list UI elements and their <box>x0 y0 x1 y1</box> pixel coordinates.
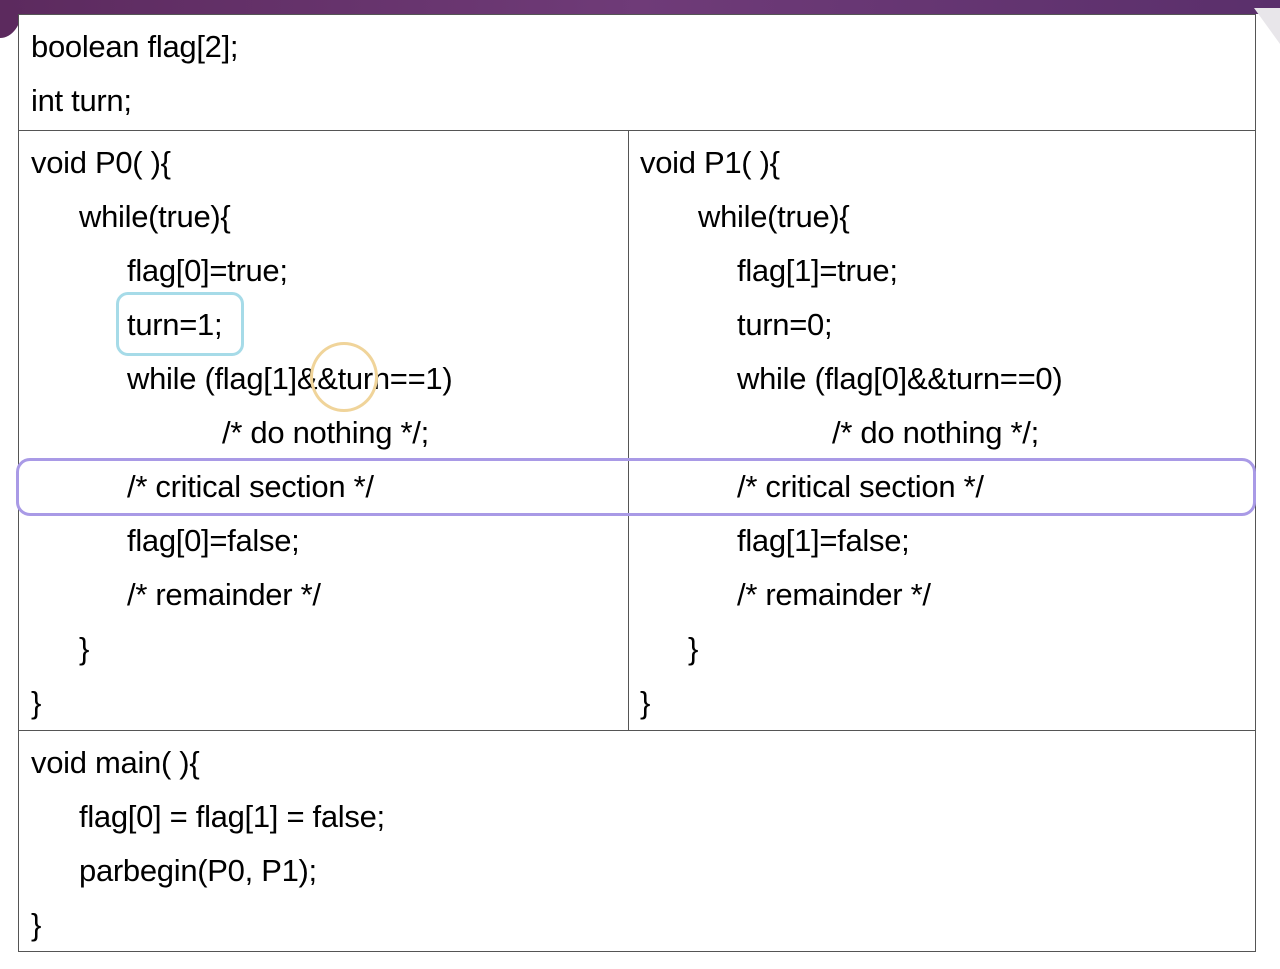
p0-line-flag-false: flag[0]=false; <box>127 523 300 558</box>
p0-line-remainder: /* remainder */ <box>127 577 321 612</box>
table-divider-bottom <box>18 730 1256 731</box>
code-line-globals-flag: boolean flag[2]; <box>31 29 239 64</box>
critical-section-highlight-box <box>16 458 1256 516</box>
table-divider-top <box>18 130 1256 131</box>
cursor-highlight-circle <box>310 342 378 412</box>
p0-line-close-fn: } <box>31 685 42 720</box>
p1-line-remainder: /* remainder */ <box>737 577 931 612</box>
p1-line-close-while: } <box>688 631 699 666</box>
p0-line-flag-true: flag[0]=true; <box>127 253 288 288</box>
slide-top-bar <box>0 0 1280 14</box>
p0-line-do-nothing: /* do nothing */; <box>222 415 429 450</box>
p0-line-while-true: while(true){ <box>79 199 231 234</box>
p1-line-signature: void P1( ){ <box>640 145 780 180</box>
p1-line-while-true: while(true){ <box>698 199 850 234</box>
turn-highlight-box <box>116 292 244 356</box>
p1-line-turn: turn=0; <box>737 307 833 342</box>
p1-line-do-nothing: /* do nothing */; <box>832 415 1039 450</box>
p0-line-close-while: } <box>79 631 90 666</box>
p0-line-critical-section: /* critical section */ <box>127 469 374 504</box>
p0-line-signature: void P0( ){ <box>31 145 171 180</box>
main-line-parbegin: parbegin(P0, P1); <box>79 853 317 888</box>
p0-line-while-wait: while (flag[1]&&turn==1) <box>127 361 453 396</box>
table-divider-vertical <box>628 130 629 730</box>
code-line-globals-turn: int turn; <box>31 83 132 118</box>
p1-line-critical-section: /* critical section */ <box>737 469 984 504</box>
p1-line-flag-true: flag[1]=true; <box>737 253 898 288</box>
main-line-init-flags: flag[0] = flag[1] = false; <box>79 799 385 834</box>
p0-line-turn: turn=1; <box>127 307 223 342</box>
main-line-close-fn: } <box>31 907 42 942</box>
p1-line-flag-false: flag[1]=false; <box>737 523 910 558</box>
p1-line-close-fn: } <box>640 685 651 720</box>
p1-line-while-wait: while (flag[0]&&turn==0) <box>737 361 1063 396</box>
slide-corner-shape <box>1254 8 1280 44</box>
main-line-signature: void main( ){ <box>31 745 200 780</box>
